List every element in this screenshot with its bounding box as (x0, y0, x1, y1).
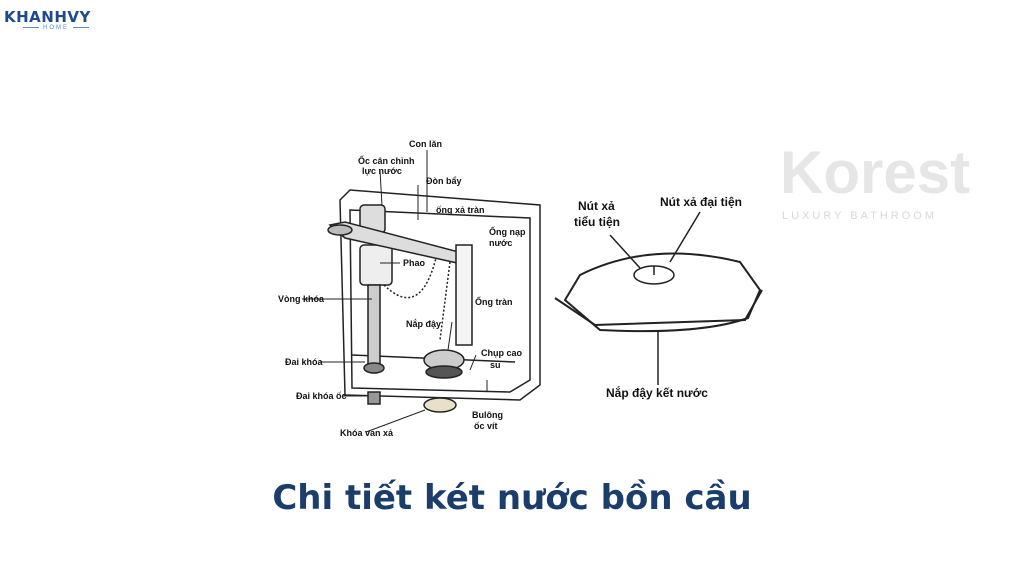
tank-lid (563, 252, 762, 333)
label-oc-can-chinh: Ốc cân chỉnh (358, 156, 415, 166)
tank-inner (349, 209, 531, 393)
tank-outline (339, 189, 541, 401)
watermark-subtext: LUXURY BATHROOM (782, 210, 938, 222)
flapper-seal (425, 365, 463, 379)
overflow-tube (455, 244, 473, 346)
label-chup-cao-su-2: su (490, 360, 501, 370)
label-bulong-2: ốc vít (474, 421, 498, 431)
label-nap-day: Nắp đậy (406, 319, 442, 329)
leader-lines (302, 150, 488, 433)
label-don-bay: Đòn bẩy (426, 176, 462, 186)
label-oc-can-chinh-2: lực nước (362, 166, 402, 176)
label-ong-nap: Ống nạp (489, 227, 526, 237)
label-nut-xa-tieu: Nút xả (578, 199, 615, 213)
label-vong-khoa: Vòng khóa (278, 294, 325, 304)
page-title: Chi tiết két nước bồn cầu (272, 478, 752, 518)
label-nap-day-ket: Nắp đậy kết nước (606, 386, 708, 400)
label-bulong: Bulông (472, 410, 503, 420)
label-ong-xa-tran: ống xả tràn (436, 205, 485, 215)
arrow-large-flush (669, 211, 701, 263)
label-dai-khoa: Đai khóa (285, 357, 323, 367)
label-phao: Phao (403, 258, 426, 268)
label-con-lan: Con lăn (409, 139, 442, 149)
arrow-small-flush (609, 234, 641, 269)
watermark: Korest (780, 139, 971, 206)
label-ong-nap-2: nước (489, 238, 513, 248)
chain-2 (439, 261, 451, 341)
label-chup-cao-su: Chụp cao (481, 348, 523, 358)
handle (327, 224, 353, 236)
fill-valve-pipe (367, 284, 381, 366)
logo-subtext: HOME (4, 25, 108, 31)
label-khoa-van-xa: Khóa van xả (340, 428, 394, 438)
chain (383, 257, 437, 299)
label-ong-tran: Ống tràn (475, 297, 513, 307)
lock-ring (363, 362, 385, 374)
label-nut-xa-dai: Nút xả đại tiện (660, 195, 743, 209)
float (359, 244, 393, 286)
logo-text: KHANHVY (4, 8, 91, 26)
label-nut-xa-tieu-2: tiểu tiện (574, 215, 621, 229)
flush-valve-seal (423, 397, 457, 413)
label-dai-khoa-oc: Đai khóa ốc (296, 391, 347, 401)
tank-lid-edge (554, 289, 763, 327)
logo[interactable]: KHANHVY HOME (4, 8, 108, 31)
nut (367, 391, 381, 405)
